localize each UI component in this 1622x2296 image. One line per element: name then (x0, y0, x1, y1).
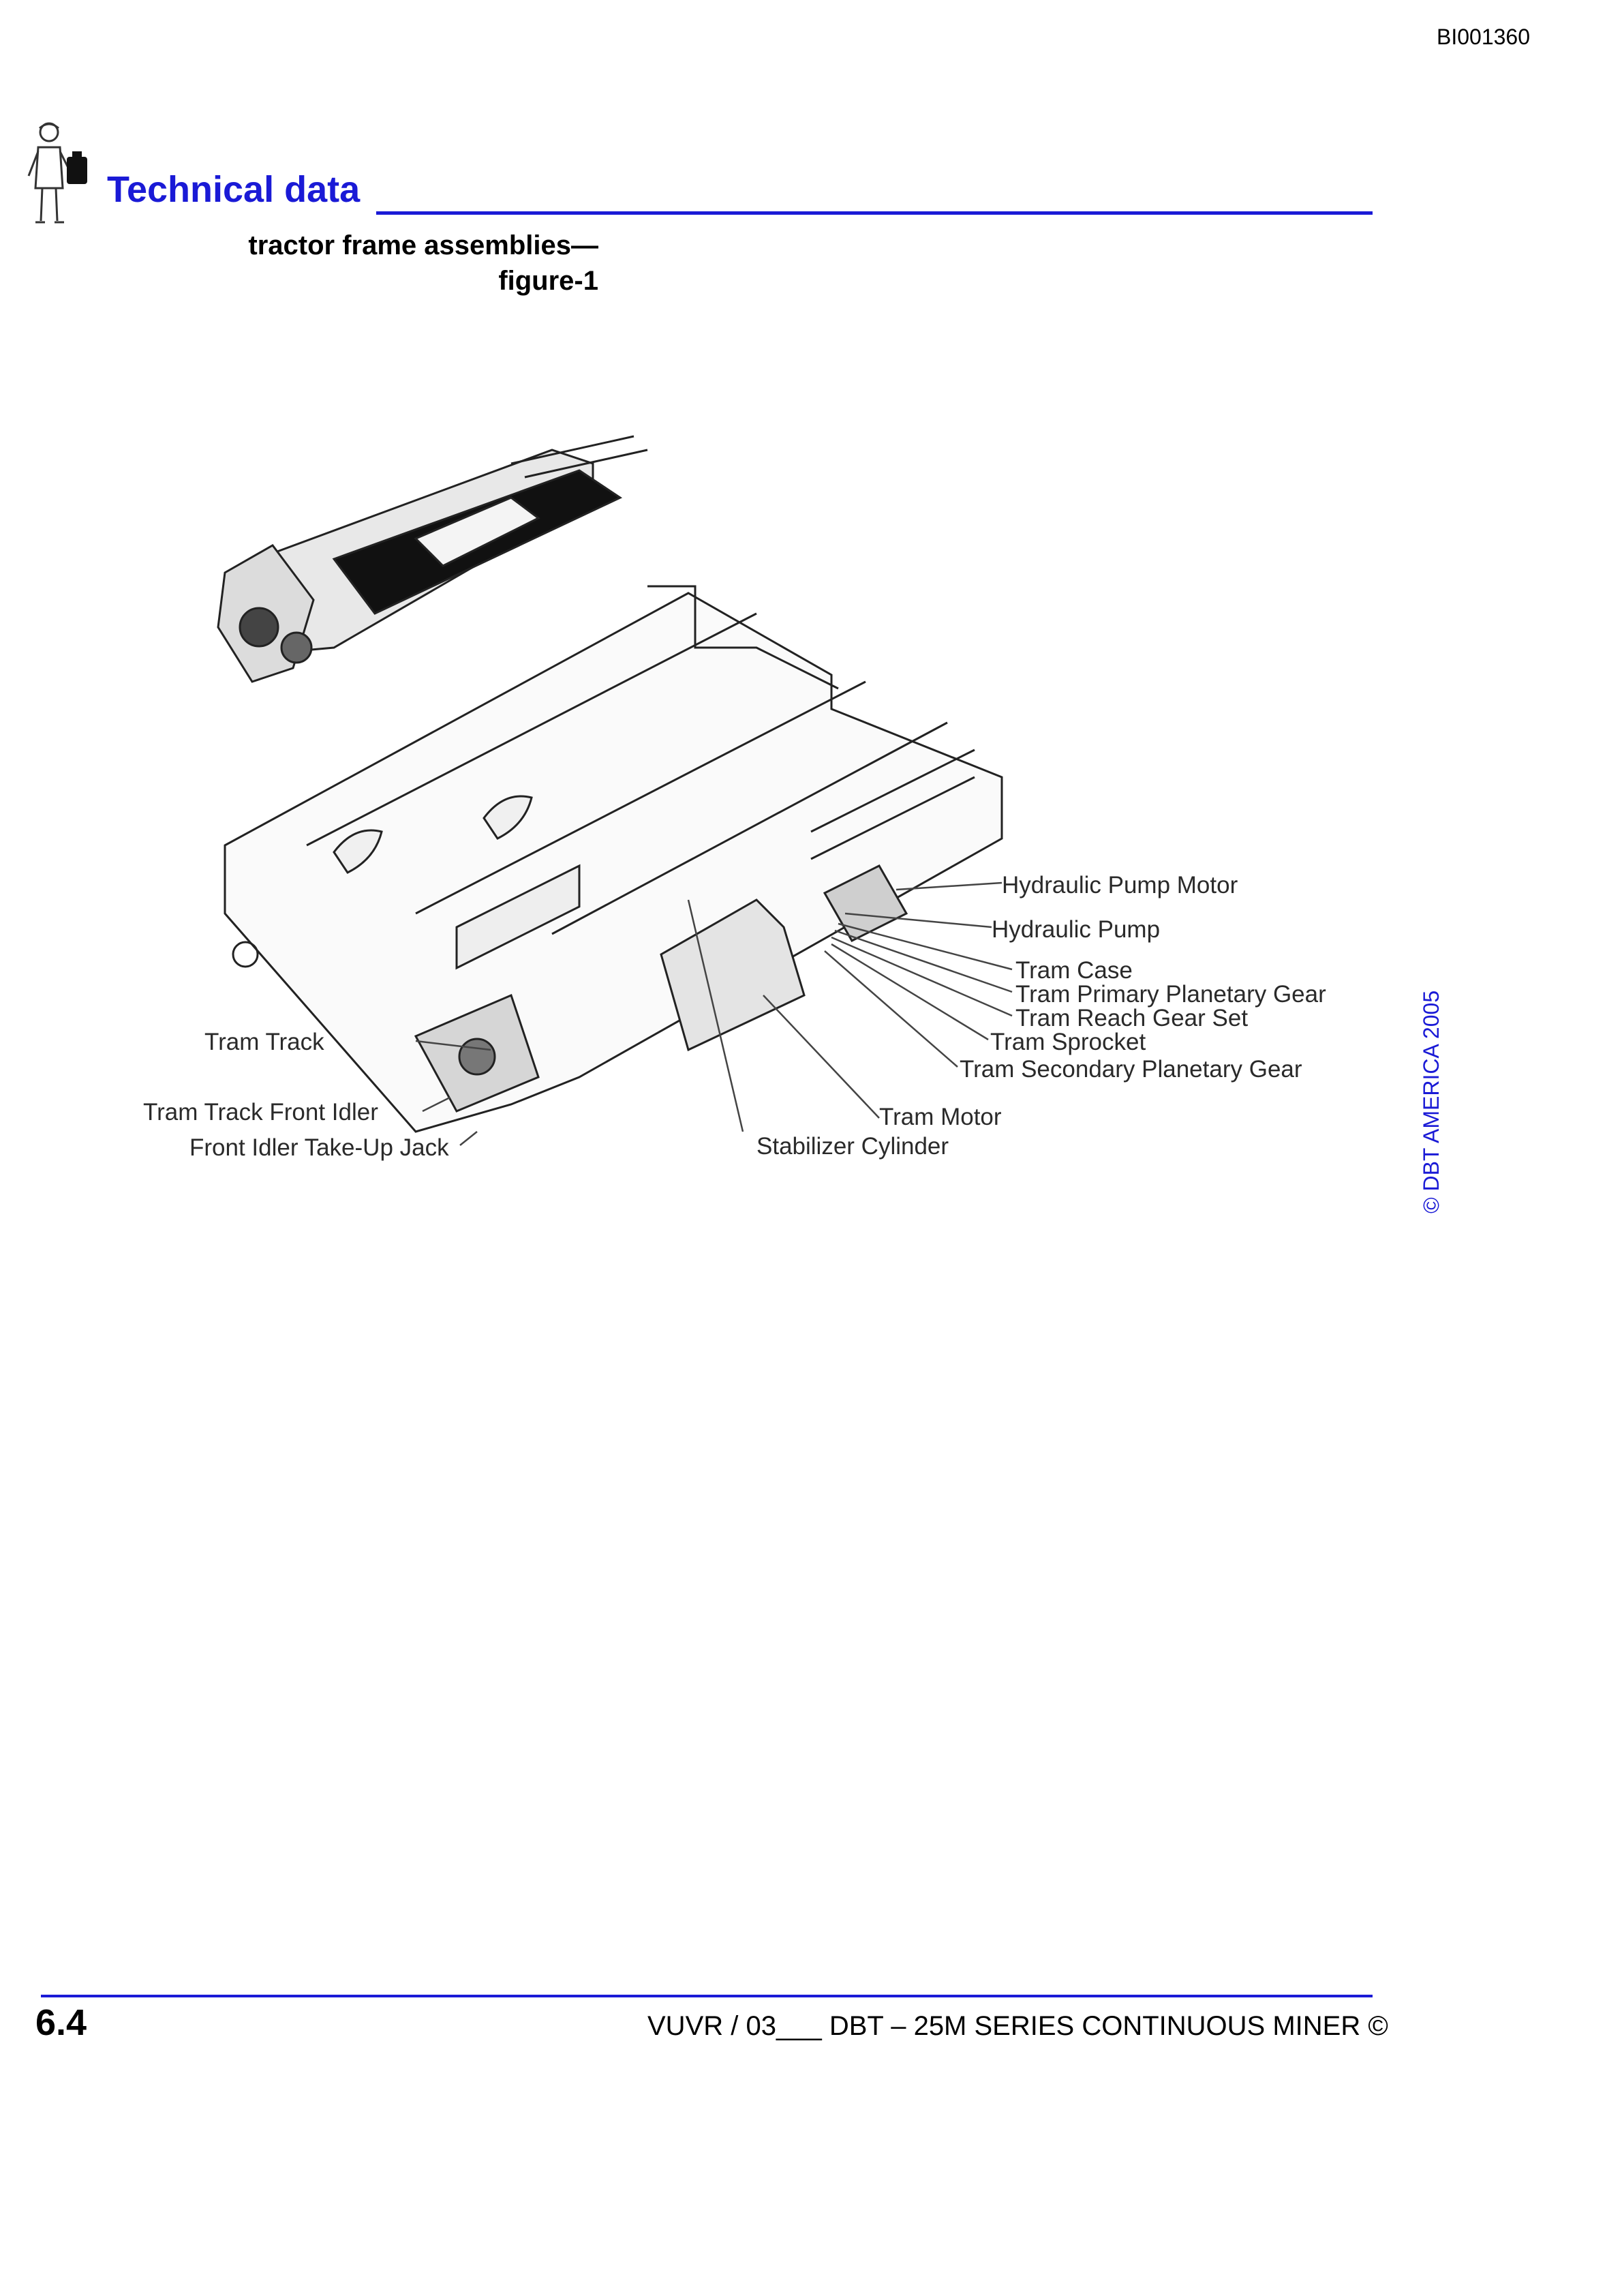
callout-leader-lines (415, 881, 1013, 1146)
section-title: Technical data (107, 169, 361, 210)
figure-subtitle: tractor frame assemblies— figure-1 (136, 228, 598, 299)
label-tram-motor: Tram Motor (879, 1104, 1002, 1130)
label-tram-case: Tram Case (1015, 957, 1133, 984)
label-tram-track-front-idler: Tram Track Front Idler (143, 1099, 378, 1126)
copyright-notice: © DBT AMERICA 2005 (1419, 990, 1443, 1213)
label-tram-track: Tram Track (204, 1029, 324, 1055)
label-tram-sprocket: Tram Sprocket (990, 1029, 1146, 1055)
label-tram-reach-gear-set: Tram Reach Gear Set (1015, 1005, 1248, 1031)
subtitle-line-2: figure-1 (498, 266, 598, 296)
callout-labels: Hydraulic Pump Motor Hydraulic Pump Tram… (143, 872, 1326, 1161)
label-front-idler-take-up-jack: Front Idler Take-Up Jack (189, 1134, 449, 1161)
technician-icon (27, 122, 87, 224)
label-tram-secondary-planetary-gear: Tram Secondary Planetary Gear (960, 1056, 1302, 1083)
label-stabilizer-cylinder: Stabilizer Cylinder (756, 1133, 949, 1160)
title-rule (376, 211, 1373, 215)
footer-rule (41, 1995, 1373, 1997)
label-hydraulic-pump-motor: Hydraulic Pump Motor (1002, 872, 1238, 898)
continuous-miner-sketch (217, 435, 648, 683)
footer-text: VUVR / 03___ DBT – 25M SERIES CONTINUOUS… (647, 2011, 1388, 2041)
label-hydraulic-pump: Hydraulic Pump (992, 916, 1160, 943)
tractor-frame-sketch (224, 585, 1003, 1133)
label-tram-primary-planetary-gear: Tram Primary Planetary Gear (1015, 981, 1326, 1008)
page-number: 6.4 (35, 2002, 87, 2043)
subtitle-line-1: tractor frame assemblies— (248, 230, 598, 260)
document-id: BI001360 (1437, 25, 1531, 49)
tractor-frame-figure: Hydraulic Pump Motor Hydraulic Pump Tram… (143, 435, 1326, 1161)
